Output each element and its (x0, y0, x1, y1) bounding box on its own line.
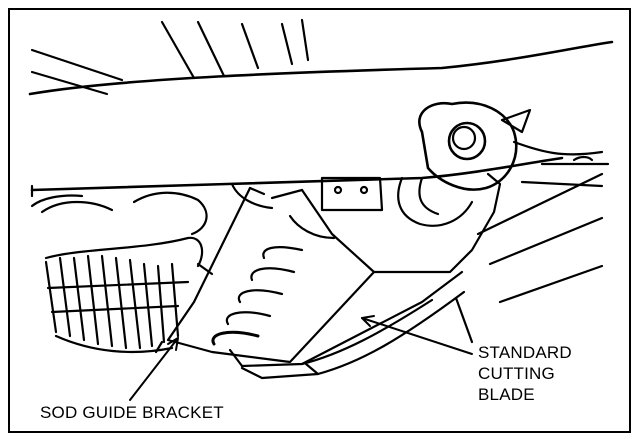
standard-cutting-blade (228, 172, 604, 380)
callout-leader-lines (129, 315, 473, 401)
sod-guide-bracket-plate (166, 186, 376, 364)
detail-lines (154, 182, 274, 354)
pivot-bolt-assembly (418, 101, 610, 191)
sod-guide-bracket-label: SOD GUIDE BRACKET (40, 403, 224, 422)
sod-cutter-line-drawing (28, 18, 614, 401)
upper-frame-lines (30, 18, 310, 96)
blade-mount-housing (300, 172, 502, 274)
roller-wheel (30, 191, 208, 354)
main-frame-bar (28, 40, 614, 198)
diagram-frame: SOD GUIDE BRACKET STANDARD CUTTING BLADE (8, 8, 631, 433)
blade-label-line-3: BLADE (478, 385, 535, 404)
blade-label-line-2: CUTTING (478, 364, 555, 383)
standard-cutting-blade-label: STANDARD CUTTING BLADE (478, 342, 572, 405)
blade-label-line-1: STANDARD (478, 343, 572, 362)
